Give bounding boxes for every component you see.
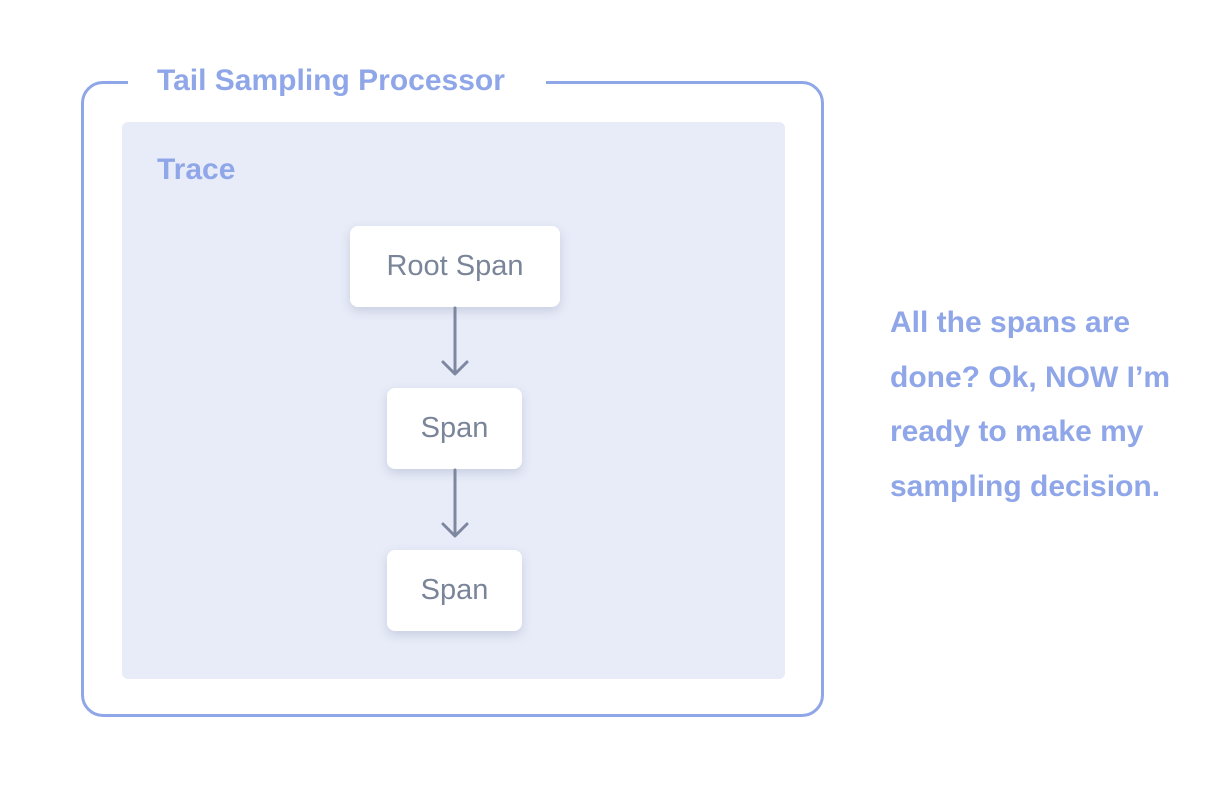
note-line: done? Ok, NOW I’m: [890, 360, 1171, 394]
note-line: All the spans are: [890, 306, 1131, 339]
root-span-node: Root Span: [350, 226, 560, 307]
note-line: sampling decision.: [890, 469, 1161, 503]
trace-label: Trace: [157, 153, 236, 186]
grandchild-span-node: Span: [387, 550, 522, 631]
processor-title: Tail Sampling Processor: [128, 62, 546, 100]
child-span-node: Span: [387, 388, 522, 469]
sampling-decision-note: All the spans are done? Ok, NOW I’m read…: [890, 296, 1210, 514]
note-line: ready to make my: [890, 415, 1144, 448]
